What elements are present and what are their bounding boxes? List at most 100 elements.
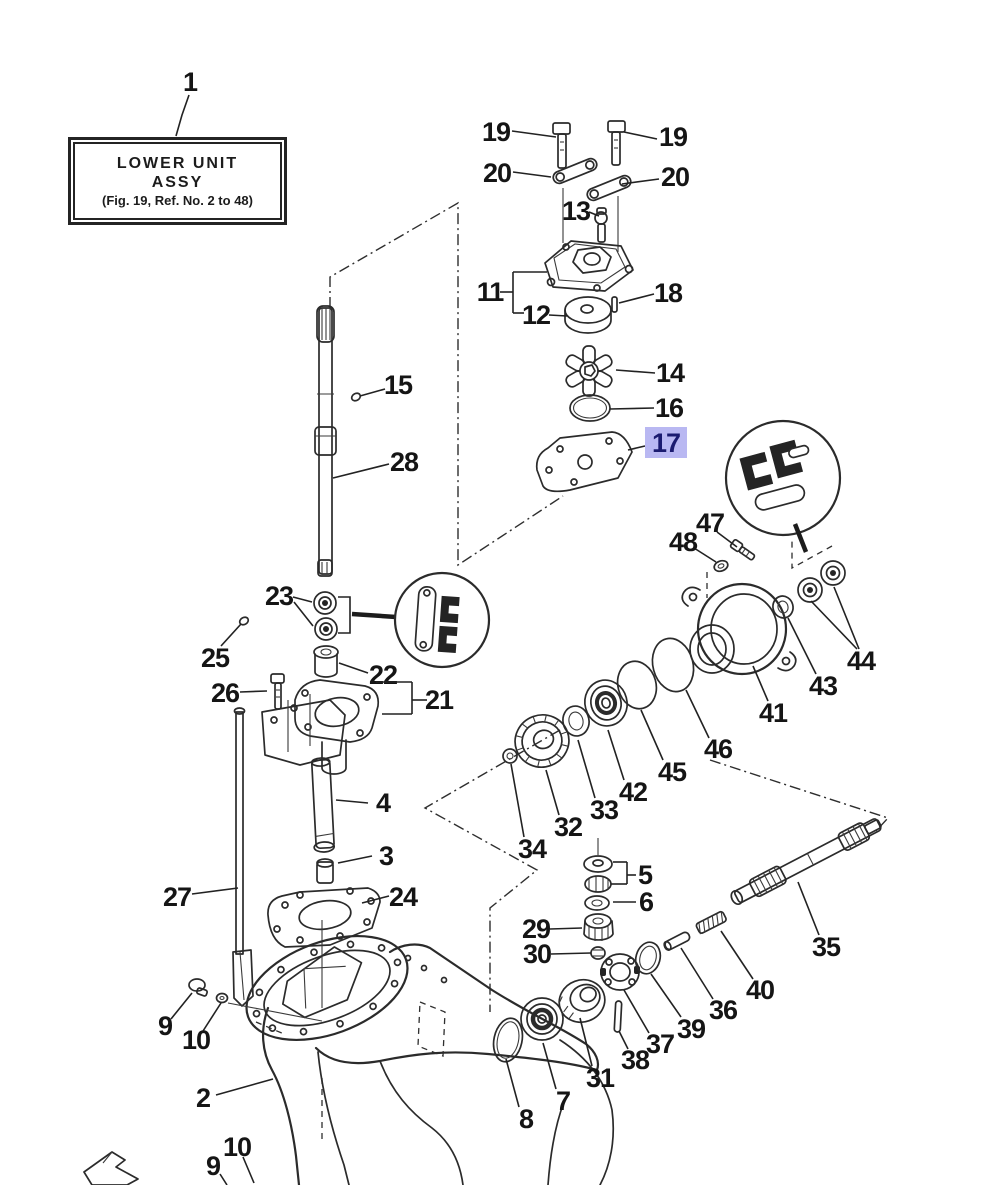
svg-text:34: 34 xyxy=(518,834,547,864)
svg-text:9: 9 xyxy=(206,1151,221,1181)
callout-5[interactable]: 5 xyxy=(611,860,654,890)
svg-text:10: 10 xyxy=(223,1132,251,1162)
callout-36[interactable]: 36 xyxy=(680,947,739,1025)
callout-10-upper[interactable]: 10 xyxy=(182,1002,222,1055)
callout-43[interactable]: 43 xyxy=(787,617,839,701)
callout-21[interactable]: 21 xyxy=(376,681,455,715)
callout-48[interactable]: 48 xyxy=(669,527,717,563)
part-forward-gear-31 xyxy=(558,978,606,1024)
callout-26[interactable]: 26 xyxy=(211,678,268,708)
callout-24[interactable]: 24 xyxy=(361,882,419,912)
callout-8[interactable]: 8 xyxy=(505,1058,535,1134)
callout-6[interactable]: 6 xyxy=(613,887,655,917)
callout-38[interactable]: 38 xyxy=(618,1030,651,1075)
callout-30[interactable]: 30 xyxy=(523,939,592,969)
callout-23[interactable]: 23 xyxy=(265,581,314,627)
callout-4[interactable]: 4 xyxy=(335,788,392,818)
part-gearcase-2 xyxy=(245,934,615,1185)
callout-18[interactable]: 18 xyxy=(618,278,684,308)
callout-19-right[interactable]: 19 xyxy=(623,122,689,152)
callout-44[interactable]: 44 xyxy=(810,586,877,676)
svg-text:27: 27 xyxy=(163,882,191,912)
callout-28[interactable]: 28 xyxy=(332,447,420,479)
callout-1[interactable]: 1 xyxy=(175,67,199,137)
callout-42[interactable]: 42 xyxy=(607,729,648,807)
callout-40[interactable]: 40 xyxy=(720,930,775,1005)
svg-text:1: 1 xyxy=(183,67,198,97)
callout-47[interactable]: 47 xyxy=(696,508,738,548)
callout-35[interactable]: 35 xyxy=(797,881,842,962)
highlight-box xyxy=(645,427,687,458)
svg-text:35: 35 xyxy=(812,932,841,962)
svg-text:9: 9 xyxy=(158,1011,173,1041)
part-gasket-24 xyxy=(267,887,381,948)
part-bearing-housing-41 xyxy=(681,582,797,676)
callout-32[interactable]: 32 xyxy=(545,769,583,842)
callout-39[interactable]: 39 xyxy=(650,973,707,1044)
part-pin-18 xyxy=(611,296,618,313)
callout-2[interactable]: 2 xyxy=(196,1078,274,1113)
svg-text:4: 4 xyxy=(376,788,391,818)
callout-3[interactable]: 3 xyxy=(337,841,395,871)
part-oring-45 xyxy=(616,660,658,710)
callout-31[interactable]: 31 xyxy=(579,1017,616,1093)
callout-17[interactable]: 17 xyxy=(627,427,687,458)
callout-20-right[interactable]: 20 xyxy=(621,162,690,192)
svg-text:12: 12 xyxy=(522,300,550,330)
svg-text:13: 13 xyxy=(562,196,591,226)
part-bushing-22 xyxy=(313,645,339,678)
svg-text:26: 26 xyxy=(211,678,240,708)
part-clip-34 xyxy=(502,748,518,764)
part-washer-10-upper xyxy=(215,992,323,1022)
callout-29[interactable]: 29 xyxy=(522,914,583,944)
svg-text:46: 46 xyxy=(704,734,733,764)
part-outer-plate-17 xyxy=(535,431,633,493)
part-link-20-left xyxy=(552,157,598,185)
callout-16[interactable]: 16 xyxy=(609,393,685,423)
svg-text:6: 6 xyxy=(639,887,654,917)
callout-22[interactable]: 22 xyxy=(338,660,398,690)
callout-14[interactable]: 14 xyxy=(615,358,686,388)
callout-7[interactable]: 7 xyxy=(542,1042,571,1116)
part-bolt-9-upper xyxy=(188,978,209,997)
svg-text:40: 40 xyxy=(746,975,774,1005)
part-washer-48 xyxy=(706,559,729,598)
callout-33[interactable]: 33 xyxy=(577,739,620,825)
callout-11[interactable]: 11 xyxy=(477,271,547,314)
part-nut-30 xyxy=(590,946,606,960)
callout-9-lower[interactable]: 9 xyxy=(206,1151,228,1185)
callout-10-lower[interactable]: 10 xyxy=(223,1132,255,1184)
svg-text:47: 47 xyxy=(696,508,724,538)
part-retainer-39 xyxy=(634,941,662,975)
part-pin-38 xyxy=(613,1000,623,1033)
svg-text:37: 37 xyxy=(646,1029,674,1059)
svg-text:24: 24 xyxy=(389,882,418,912)
callout-13[interactable]: 13 xyxy=(562,196,600,226)
svg-text:29: 29 xyxy=(522,914,551,944)
callout-27[interactable]: 27 xyxy=(163,882,239,912)
callout-12[interactable]: 12 xyxy=(522,300,568,330)
part-bolt-47 xyxy=(729,538,756,561)
callout-15[interactable]: 15 xyxy=(359,370,414,400)
svg-text:18: 18 xyxy=(654,278,683,308)
callout-19-left[interactable]: 19 xyxy=(482,117,557,147)
svg-text:20: 20 xyxy=(483,158,511,188)
title-line-3: (Fig. 19, Ref. No. 2 to 48) xyxy=(102,192,253,208)
callout-9-upper[interactable]: 9 xyxy=(158,992,193,1041)
callout-25[interactable]: 25 xyxy=(201,623,242,673)
callout-45[interactable]: 45 xyxy=(640,709,688,787)
callout-37[interactable]: 37 xyxy=(623,989,675,1059)
part-shim-33 xyxy=(562,705,590,737)
part-pump-base-21 xyxy=(261,679,380,775)
part-drive-shaft-28 xyxy=(314,305,337,577)
callout-46[interactable]: 46 xyxy=(685,689,734,764)
assembly-title-box[interactable]: LOWER UNIT ASSY (Fig. 19, Ref. No. 2 to … xyxy=(68,137,287,225)
callout-41[interactable]: 41 xyxy=(752,665,789,728)
callout-34[interactable]: 34 xyxy=(510,763,548,864)
svg-text:20: 20 xyxy=(661,162,689,192)
part-shift-rod-27 xyxy=(232,707,254,1007)
callout-20-left[interactable]: 20 xyxy=(483,158,552,188)
svg-text:30: 30 xyxy=(523,939,551,969)
